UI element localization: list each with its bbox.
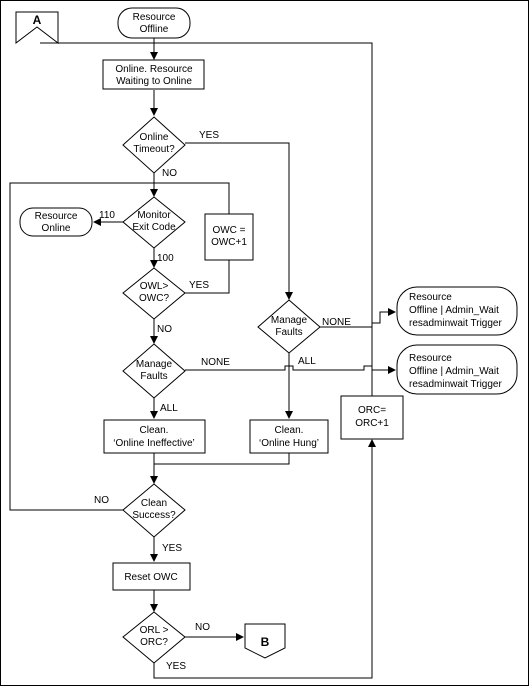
node-label: OWC =	[212, 225, 245, 236]
decision-monitor-exit-code: Monitor Exit Code	[122, 196, 186, 249]
edge-label-orl-yes: YES	[166, 661, 186, 672]
edge-label-timeout-yes: YES	[199, 130, 219, 141]
node-label: Clean.	[140, 425, 169, 436]
node-label: Clean.	[275, 425, 304, 436]
node-label: Clean	[141, 498, 167, 509]
edge-label-exit-100: 100	[157, 253, 174, 264]
decision-manage-faults-right: Manage Faults	[257, 299, 321, 354]
node-label: Faults	[275, 327, 302, 338]
node-clean-online-hung: Clean. ‘Online Hung’	[249, 419, 329, 454]
edge-labels: YES NO 110 100 YES NO NONE ALL NONE ALL …	[94, 130, 351, 672]
node-label: ORL >	[140, 625, 169, 636]
node-label: Offline	[140, 24, 169, 35]
decision-manage-faults-left: Manage Faults	[122, 343, 186, 399]
edge-label-orl-no: NO	[195, 622, 210, 633]
edge-label-right-none: NONE	[322, 317, 351, 328]
edge-label-success-yes: YES	[162, 543, 182, 554]
node-owc-increment: OWC = OWC+1	[204, 213, 254, 261]
node-label: Online	[140, 132, 169, 143]
node-admin-wait-trigger-bottom: Resource Offline | Admin_Wait resadminwa…	[396, 344, 518, 395]
node-label: OWC?	[139, 293, 169, 304]
connector-a: A	[15, 11, 59, 45]
node-admin-wait-trigger-top: Resource Offline | Admin_Wait resadminwa…	[396, 286, 518, 336]
connector-a-label: A	[33, 13, 42, 27]
node-label: OWL>	[140, 281, 169, 292]
decision-owl-owc: OWL> OWC?	[122, 267, 186, 320]
node-label: Faults	[140, 371, 167, 382]
connector-b: B	[244, 623, 286, 659]
node-orc-increment: ORC= ORC+1	[340, 395, 404, 440]
node-label: ORC+1	[355, 418, 389, 429]
node-label: OWC+1	[211, 237, 247, 248]
connector-lines	[9, 38, 396, 679]
node-label: Reset OWC	[124, 572, 177, 583]
node-clean-online-ineffective: Clean. ‘Online Ineffective’	[103, 419, 206, 454]
edge-label-owl-yes: YES	[189, 280, 209, 291]
node-label: Resource	[35, 211, 78, 222]
edge-label-left-none: NONE	[201, 357, 230, 368]
decision-clean-success: Clean Success?	[122, 483, 186, 538]
node-label: Online	[42, 223, 71, 234]
node-label: ‘Online Ineffective’	[113, 438, 195, 449]
node-label: Offline | Admin_Wait	[409, 305, 499, 316]
node-label: Success?	[132, 510, 176, 521]
edge-label-exit-110: 110	[99, 210, 115, 221]
node-online-waiting: Online. Resource Waiting to Online	[102, 59, 205, 90]
node-label: resadminwait Trigger	[409, 318, 502, 329]
node-label: ORC=	[358, 405, 386, 416]
node-reset-owc: Reset OWC	[112, 562, 191, 591]
decision-online-timeout: Online Timeout?	[122, 116, 186, 174]
node-resource-online: Resource Online	[19, 207, 93, 237]
node-label: Timeout?	[133, 144, 175, 155]
edge-label-left-all: ALL	[160, 403, 178, 414]
node-label: ‘Online Hung’	[259, 438, 319, 449]
node-label: Manage	[271, 315, 308, 326]
node-label: Monitor	[137, 210, 171, 221]
node-label: Offline | Admin_Wait	[409, 366, 499, 377]
node-label: Manage	[136, 359, 173, 370]
edge-label-timeout-no: NO	[162, 168, 177, 179]
edge-label-owl-no: NO	[157, 324, 172, 335]
node-label: Resource	[133, 12, 176, 23]
node-label: resadminwait Trigger	[409, 379, 502, 390]
node-resource-offline: Resource Offline	[117, 7, 191, 39]
decision-orl-orc: ORL > ORC?	[122, 611, 186, 664]
edge-label-right-all: ALL	[298, 356, 316, 367]
node-label: Resource	[409, 353, 452, 364]
node-label: Waiting to Online	[116, 76, 192, 87]
node-label: ORC?	[140, 637, 168, 648]
node-label: Resource	[409, 292, 452, 303]
node-label: Online. Resource	[115, 64, 193, 75]
node-label: Exit Code	[132, 222, 176, 233]
edge-label-success-no: NO	[94, 495, 109, 506]
connector-b-label: B	[261, 635, 270, 649]
